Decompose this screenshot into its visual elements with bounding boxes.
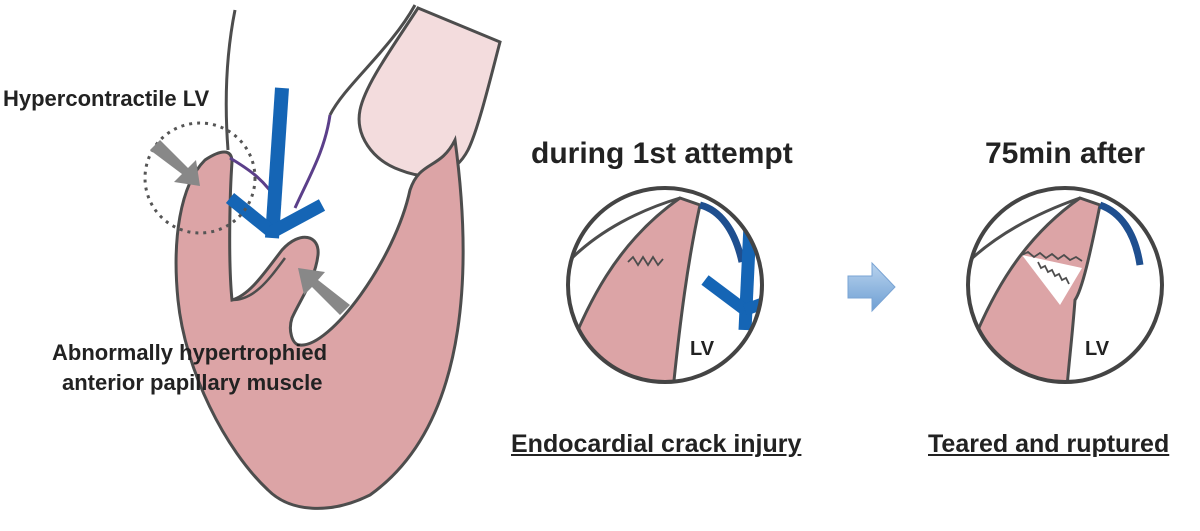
catheter-shaft-a [738,224,757,331]
tear-gap-b [1022,255,1082,305]
label-papillary-line2: anterior papillary muscle [62,370,323,395]
left-atrium-wall-outline [328,4,417,116]
zoom-during-attempt [566,186,764,384]
highlight-circle [143,121,257,235]
catheter-arm-a2 [742,289,762,316]
left-atrium [357,6,502,178]
transition-arrow-icon [847,261,896,313]
catheter-arm-a1 [701,275,749,315]
heart-illustration [143,4,502,510]
arrow-icon-papillary [298,268,350,315]
lv-label-during: LV [690,338,715,360]
lv-label-after: LV [1085,338,1110,360]
label-papillary-line1: Abnormally hypertrophied [52,340,328,365]
catheter [225,87,326,239]
crack-line-a [627,255,664,267]
aortic-wall-outline [224,9,237,151]
title-during-attempt: during 1st attempt [531,137,793,170]
ventricle-muscle [174,134,465,510]
caption-crack-injury: Endocardial crack injury [511,430,802,458]
papillary-muscle-outline [231,257,287,302]
zoom-after-75min [966,186,1164,384]
wall-line-a [568,196,681,262]
leaflet-a [698,201,746,263]
title-after-75min: 75min after [985,137,1146,170]
caption-teared-ruptured: Teared and ruptured [928,430,1170,458]
tear-edge-top-b [1021,250,1083,262]
mitral-leaflet-right [293,114,332,209]
arrow-icon-hypercontractile [150,140,200,186]
leaflet-b [1098,201,1144,266]
tear-edge-bottom-b [1037,261,1070,285]
wall-line-b [968,196,1081,264]
label-hypercontractile: Hypercontractile LV [3,86,210,111]
